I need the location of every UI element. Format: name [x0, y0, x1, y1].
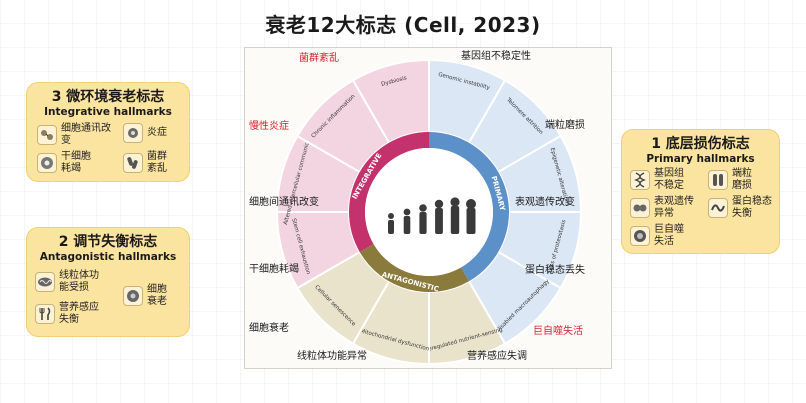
- person-head-3: [434, 199, 444, 209]
- panel-integrative-item-4: 菌群紊乱: [123, 151, 171, 175]
- mitochondria-icon: [35, 272, 55, 292]
- label-stem-cell-exhaustion: 干细胞耗竭: [249, 264, 299, 275]
- label-mitochondrial-dysfunction: 线粒体功能异常: [297, 351, 367, 362]
- panel-antagonistic-item-1-label: 线粒体功能受损: [59, 270, 99, 293]
- autophagy-icon: [630, 226, 650, 246]
- ring-antagonistic: [359, 244, 469, 292]
- person-body-2: [419, 212, 427, 234]
- ring-integrative: [349, 132, 429, 252]
- page-title: 衰老12大标志 (Cell, 2023): [265, 13, 541, 37]
- senescent-cell-icon: [123, 286, 143, 306]
- panel-primary: 1 底层损伤标志 Primary hallmarks 基因组不稳定 端粒磨损 表…: [621, 129, 780, 254]
- label-dysbiosis: 菌群紊乱: [299, 53, 339, 64]
- ring-primary: [429, 132, 509, 282]
- panel-integrative-item-2: 炎症: [123, 123, 167, 143]
- protein-icon: [708, 198, 728, 218]
- panel-integrative-item-1: 细胞通讯改变: [37, 123, 113, 147]
- person-head-5: [466, 199, 476, 209]
- panel-primary-item-4: 蛋白稳态失衡: [708, 196, 780, 220]
- panel-primary-item-1-label: 基因组不稳定: [654, 168, 684, 191]
- label-cellular-senescence: 细胞衰老: [249, 323, 289, 334]
- panel-integrative-item-3: 干细胞耗竭: [37, 151, 97, 175]
- panel-primary-item-1: 基因组不稳定: [630, 168, 690, 192]
- panel-integrative-title: 3 微环境衰老标志: [51, 89, 165, 105]
- panel-integrative-item-2-label: 炎症: [147, 127, 167, 138]
- label-nutrient-sensing: 营养感应失调: [467, 351, 527, 362]
- panel-primary-item-2-label: 端粒磨损: [732, 168, 752, 191]
- panel-primary-title: 1 底层损伤标志: [651, 136, 750, 152]
- panel-primary-item-3-label: 表观遗传异常: [654, 196, 694, 219]
- panel-integrative-item-3-label: 干细胞耗竭: [61, 151, 91, 174]
- person-head-1: [403, 208, 411, 216]
- panel-primary-item-3: 表观遗传异常: [630, 196, 698, 220]
- epigenetic-icon: [630, 198, 650, 218]
- panel-primary-item-5: 巨自噬失活: [630, 224, 690, 248]
- person-head-0: [388, 213, 394, 219]
- label-chronic-inflammation: 慢性炎症: [249, 121, 289, 132]
- panel-antagonistic: 2 调节失衡标志 Antagonistic hallmarks 线粒体功能受损 …: [26, 227, 190, 337]
- bacteria-icon: [123, 153, 143, 173]
- label-intercellular-communication: 细胞间通讯改变: [249, 197, 319, 208]
- panel-primary-item-2: 端粒磨损: [708, 168, 756, 192]
- cell-communication-icon: [37, 125, 57, 145]
- person-body-3: [435, 208, 443, 234]
- panel-primary-item-4-label: 蛋白稳态失衡: [732, 196, 772, 219]
- panel-antagonistic-subtitle: Antagonistic hallmarks: [39, 251, 177, 263]
- person-body-5: [466, 208, 476, 234]
- panel-integrative-item-1-label: 细胞通讯改变: [61, 123, 111, 146]
- panel-antagonistic-item-1: 线粒体功能受损: [35, 270, 107, 294]
- person-body-0: [388, 220, 394, 234]
- telomere-icon: [708, 170, 728, 190]
- panel-integrative-subtitle: Integrative hallmarks: [44, 106, 172, 118]
- person-head-2: [419, 204, 427, 212]
- panel-integrative-item-4-label: 菌群紊乱: [147, 151, 167, 174]
- label-telomere-attrition: 端粒磨损: [545, 120, 585, 131]
- label-disabled-macroautophagy: 巨自噬失活: [533, 326, 583, 337]
- center-disc: [365, 148, 493, 276]
- label-genomic-instability: 基因组不稳定性: [461, 51, 531, 62]
- panel-antagonistic-item-3: 营养感应失衡: [35, 302, 107, 326]
- person-body-1: [403, 216, 411, 234]
- label-loss-of-proteostasis: 蛋白稳态丢失: [525, 265, 585, 276]
- panel-antagonistic-item-3-label: 营养感应失衡: [59, 302, 99, 325]
- label-epigenetic-alterations: 表观遗传改变: [515, 197, 575, 208]
- panel-antagonistic-item-2-label: 细胞衰老: [147, 284, 167, 307]
- panel-integrative: 3 微环境衰老标志 Integrative hallmarks 细胞通讯改变 炎…: [26, 82, 190, 182]
- inflammation-icon: [123, 123, 143, 143]
- fork-knife-icon: [35, 304, 55, 324]
- stem-cell-icon: [37, 153, 57, 173]
- panel-primary-item-5-label: 巨自噬失活: [654, 224, 684, 247]
- dna-icon: [630, 170, 650, 190]
- panel-antagonistic-title: 2 调节失衡标志: [58, 234, 158, 250]
- panel-primary-subtitle: Primary hallmarks: [646, 153, 755, 165]
- person-head-4: [450, 197, 460, 207]
- panel-antagonistic-item-2: 细胞衰老: [123, 284, 175, 308]
- person-body-4: [450, 206, 460, 234]
